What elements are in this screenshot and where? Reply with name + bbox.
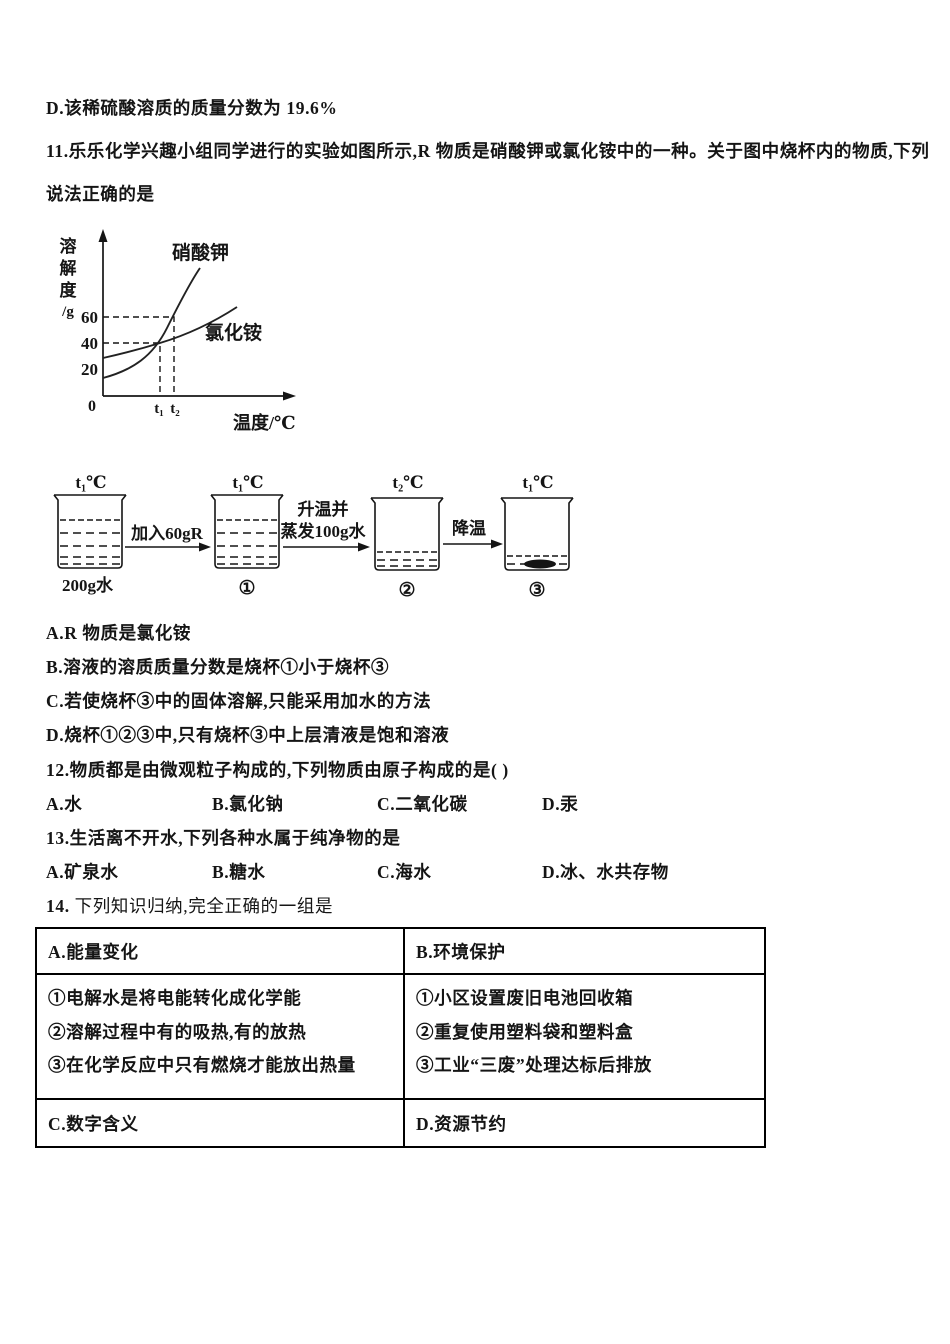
q13-option-b: B.糖水 xyxy=(212,862,266,882)
y-axis-label-char3: 度 xyxy=(60,280,78,300)
y-tick-20: 20 xyxy=(81,360,98,379)
x-tick-t2: t₂ xyxy=(170,401,180,417)
beaker-4 xyxy=(500,497,574,571)
nh4cl-curve xyxy=(102,306,238,359)
q12-stem: 12.物质都是由微观粒子构成的,下列物质由原子构成的是( ) xyxy=(46,760,509,780)
y-axis-label-char4: /g xyxy=(61,304,74,320)
origin-label: 0 xyxy=(88,398,96,415)
y-axis-label-char2: 解 xyxy=(60,258,77,278)
step-2-label-line1: 升温并 xyxy=(298,499,349,519)
table-cell-a-header: A.能量变化 xyxy=(37,929,405,975)
q12-option-b: B.氯化钠 xyxy=(212,794,284,814)
q11-stem-line1: 11.乐乐化学兴趣小组同学进行的实验如图所示,R 物质是硝酸钾或氯化铵中的一种。… xyxy=(46,141,930,161)
dashed-guides xyxy=(103,316,175,396)
q14-number: 14. xyxy=(46,896,70,916)
x-axis-label: 温度/℃ xyxy=(233,412,296,433)
q13-option-a: A.矿泉水 xyxy=(46,862,119,882)
q11-option-c: C.若使烧杯③中的固体溶解,只能采用加水的方法 xyxy=(46,691,432,711)
table-cell-a-items: ①电解水是将电能转化成化学能 ②溶解过程中有的吸热,有的放热 ③在化学反应中只有… xyxy=(37,975,405,1100)
table-b-label: B.环境保护 xyxy=(416,941,506,962)
solubility-curve-figure: 溶 解 度 /g 60 40 20 0 t₁ t₂ 温度/℃ 硝酸钾 氯化铵 xyxy=(60,229,296,433)
prev-question-option-d: D.该稀硫酸溶质的质量分数为 19.6% xyxy=(46,98,338,118)
solid-precipitate xyxy=(524,559,556,569)
beaker-flow-diagram: t₁℃ t₁℃ t₂℃ t₁℃ 200g水 ① ② ③ 加入60gR 升温并 蒸… xyxy=(53,473,574,601)
arrow-2-head-icon xyxy=(358,542,370,552)
q12-option-a: A.水 xyxy=(46,794,83,814)
beaker-4-temp: t₁℃ xyxy=(522,473,553,492)
step-1-label: 加入60gR xyxy=(130,524,203,543)
beaker-3-temp: t₂℃ xyxy=(392,473,423,492)
x-axis-arrow-icon xyxy=(283,391,296,401)
table-b-item-1: ①小区设置废旧电池回收箱 xyxy=(416,988,634,1008)
beaker-2-caption: ① xyxy=(238,578,255,599)
q11-option-b: B.溶液的溶质质量分数是烧杯①小于烧杯③ xyxy=(46,657,390,677)
table-d-label: D.资源节约 xyxy=(416,1113,507,1134)
q11-option-d: D.烧杯①②③中,只有烧杯③中上层清液是饱和溶液 xyxy=(46,725,450,745)
table-a-item-1: ①电解水是将电能转化成化学能 xyxy=(48,988,302,1008)
x-tick-t1: t₁ xyxy=(154,401,164,417)
q13-option-c: C.海水 xyxy=(377,862,432,882)
q14-table: A.能量变化 B.环境保护 ①电解水是将电能转化成化学能 ②溶解过程中有的吸热,… xyxy=(35,927,766,1148)
nh4cl-curve-label: 氯化铵 xyxy=(205,321,262,344)
beaker-4-caption: ③ xyxy=(528,580,545,601)
beaker-3 xyxy=(370,497,444,571)
table-a-label: A.能量变化 xyxy=(48,941,139,962)
beaker-1-caption: 200g水 xyxy=(62,575,114,595)
table-b-item-3: ③工业“三废”处理达标后排放 xyxy=(416,1055,652,1075)
step-2-label-line2: 蒸发100g水 xyxy=(281,521,367,541)
beaker-2-temp: t₁℃ xyxy=(232,473,263,492)
arrow-3-head-icon xyxy=(491,539,503,549)
q12-option-d: D.汞 xyxy=(542,794,579,814)
q14-stem: 14. 下列知识归纳,完全正确的一组是 xyxy=(46,893,333,918)
table-cell-b-items: ①小区设置废旧电池回收箱 ②重复使用塑料袋和塑料盒 ③工业“三废”处理达标后排放 xyxy=(405,975,764,1100)
table-b-item-2: ②重复使用塑料袋和塑料盒 xyxy=(416,1021,634,1042)
beaker-1-temp: t₁℃ xyxy=(75,473,106,492)
kno3-curve xyxy=(102,267,201,379)
q11-stem-line2: 说法正确的是 xyxy=(46,184,155,204)
step-3-label: 降温 xyxy=(452,518,486,538)
q13-stem: 13.生活离不开水,下列各种水属于纯净物的是 xyxy=(46,828,401,848)
y-axis-label-char1: 溶 xyxy=(60,236,77,256)
table-cell-c-footer: C.数字含义 xyxy=(37,1100,405,1146)
q14-text: 下列知识归纳,完全正确的一组是 xyxy=(74,896,334,916)
q12-option-c: C.二氧化碳 xyxy=(377,794,468,814)
y-axis-arrow-icon xyxy=(98,229,108,242)
beaker-1 xyxy=(53,494,127,569)
table-cell-b-header: B.环境保护 xyxy=(405,929,764,975)
beaker-3-caption: ② xyxy=(398,580,415,601)
y-tick-40: 40 xyxy=(81,334,98,353)
table-a-item-2: ②溶解过程中有的吸热,有的放热 xyxy=(48,1021,307,1042)
table-c-label: C.数字含义 xyxy=(48,1113,139,1134)
beaker-2 xyxy=(210,494,284,569)
q13-option-d: D.冰、水共存物 xyxy=(542,862,669,882)
y-tick-60: 60 xyxy=(81,308,98,327)
q11-option-a: A.R 物质是氯化铵 xyxy=(46,623,192,643)
table-cell-d-footer: D.资源节约 xyxy=(405,1100,764,1146)
arrow-1-head-icon xyxy=(199,542,211,552)
table-a-item-3: ③在化学反应中只有燃烧才能放出热量 xyxy=(48,1055,356,1075)
kno3-curve-label: 硝酸钾 xyxy=(172,241,229,264)
